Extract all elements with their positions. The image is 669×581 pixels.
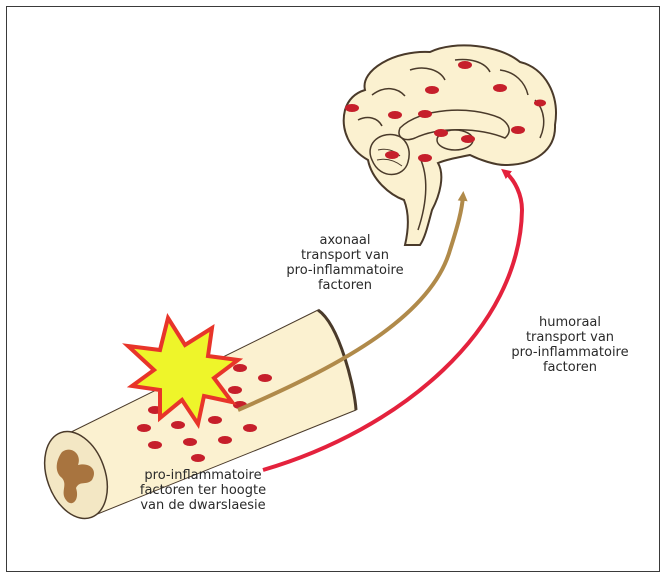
lesion-factors-label: pro-inflammatoire factoren ter hoogte va… — [118, 468, 288, 513]
humoral-label-line-4: factoren — [490, 360, 650, 375]
lesion-label-line-2: factoren ter hoogte — [118, 483, 288, 498]
humoral-transport-label: humoraal transport van pro-inflammatoire… — [490, 315, 650, 375]
axonal-label-line-2: transport van — [270, 248, 420, 263]
axonal-label-line-4: factoren — [270, 278, 420, 293]
humoral-label-line-2: transport van — [490, 330, 650, 345]
lesion-label-line-1: pro-inflammatoire — [118, 468, 288, 483]
humoral-label-line-1: humoraal — [490, 315, 650, 330]
axonal-label-line-1: axonaal — [270, 233, 420, 248]
lesion-label-line-3: van de dwarslaesie — [118, 498, 288, 513]
brain — [344, 45, 556, 245]
humoral-label-line-3: pro-inflammatoire — [490, 345, 650, 360]
axonal-transport-label: axonaal transport van pro-inflammatoire … — [270, 233, 420, 293]
axonal-label-line-3: pro-inflammatoire — [270, 263, 420, 278]
